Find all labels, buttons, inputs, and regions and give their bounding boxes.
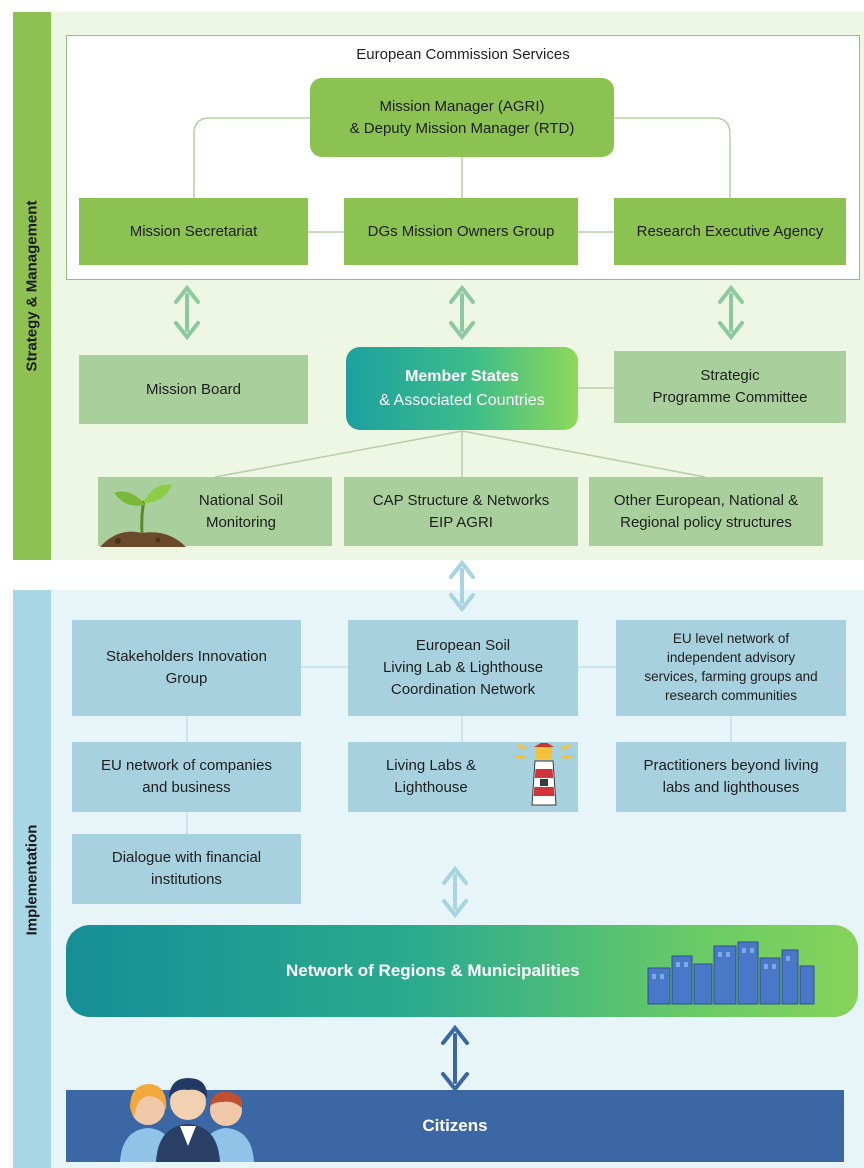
lighthouse-icon [516, 743, 572, 806]
mission-board-box: Mission Board [79, 355, 308, 424]
stakeholders-line2: Group [165, 670, 208, 687]
financial-line1: Dialogue with financial [111, 849, 262, 867]
stakeholders-innovation-box: Stakeholders Innovation Group [72, 620, 301, 716]
connector-manager-secretariat [193, 117, 310, 198]
stakeholders-line1: Stakeholders Innovation [106, 648, 267, 666]
eu-level-line1: EU level network of [672, 631, 790, 647]
eu-companies-box: EU network of companies and business [72, 742, 301, 812]
arrow-regions-citizens [441, 1024, 469, 1093]
arrow-secretariat-board [174, 284, 200, 341]
financial-institutions-box: Dialogue with financial institutions [72, 834, 301, 904]
cap-structure-line2: EIP AGRI [429, 513, 493, 531]
other-policy-structures-box: Other European, National & Regional poli… [589, 477, 823, 546]
member-states-line2: & Associated Countries [379, 391, 545, 409]
strategic-committee-line2: Programme Committee [652, 389, 808, 406]
seedling-icon [100, 484, 186, 547]
connector-member-other [461, 430, 706, 478]
living-labs-line2: Lighthouse [394, 779, 468, 796]
european-commission-title: European Commission Services [356, 46, 570, 63]
mission-manager-line1: Mission Manager (AGRI) [379, 97, 545, 115]
strategy-side-bar [13, 12, 51, 560]
research-executive-agency-box: Research Executive Agency [614, 198, 846, 265]
strategic-committee-line1: Strategic [700, 367, 760, 385]
mission-manager-line2: & Deputy Mission Manager (RTD) [349, 119, 575, 137]
european-soil-network-box: European Soil Living Lab & Lighthouse Co… [348, 620, 578, 716]
member-states-line1: Member States [405, 368, 519, 386]
people-group-icon [120, 1078, 254, 1162]
arrow-strategy-implementation [449, 559, 475, 613]
dgs-mission-owners-box: DGs Mission Owners Group [344, 198, 578, 265]
other-structures-line2: Regional policy structures [620, 513, 792, 531]
connector-manager-agency [614, 117, 731, 198]
eu-level-line2: independent advisory [666, 650, 796, 666]
city-skyline-icon [647, 941, 815, 1005]
mission-manager-box: Mission Manager (AGRI) & Deputy Mission … [310, 78, 614, 157]
european-soil-line2: Living Lab & Lighthouse [382, 659, 544, 677]
arrow-dgs-member [449, 284, 475, 341]
member-states-box: Member States & Associated Countries [346, 347, 578, 430]
network-regions-label: Network of Regions & Municipalities [286, 960, 580, 980]
eu-companies-line2: and business [142, 779, 231, 796]
other-structures-line1: Other European, National & [613, 491, 799, 509]
implementation-side-bar [13, 590, 51, 1168]
practitioners-line2: labs and lighthouses [662, 779, 800, 796]
arrow-agency-committee [718, 284, 744, 341]
connector-member-soil [214, 430, 463, 478]
national-soil-line1: National Soil [198, 491, 284, 509]
practitioners-line1: Practitioners beyond living [643, 757, 819, 775]
eu-level-network-box: EU level network of independent advisory… [616, 620, 846, 716]
strategic-programme-committee-box: Strategic Programme Committee [614, 351, 846, 423]
citizens-label: Citizens [422, 1115, 488, 1135]
cap-structure-line1: CAP Structure & Networks [372, 491, 550, 509]
eu-level-line3: services, farming groups and [644, 669, 818, 684]
cap-structure-box: CAP Structure & Networks EIP AGRI [344, 477, 578, 546]
european-soil-line3: Coordination Network [390, 680, 536, 698]
mission-secretariat-box: Mission Secretariat [79, 198, 308, 265]
arrow-livinglabs-regions [442, 865, 468, 919]
eu-companies-line1: EU network of companies [101, 757, 272, 775]
eu-level-line4: research communities [664, 687, 798, 703]
living-labs-line1: Living Labs & [385, 757, 477, 775]
national-soil-line2: Monitoring [205, 513, 277, 531]
practitioners-box: Practitioners beyond living labs and lig… [616, 742, 846, 812]
european-soil-line1: European Soil [415, 637, 511, 655]
financial-line2: institutions [151, 871, 222, 888]
